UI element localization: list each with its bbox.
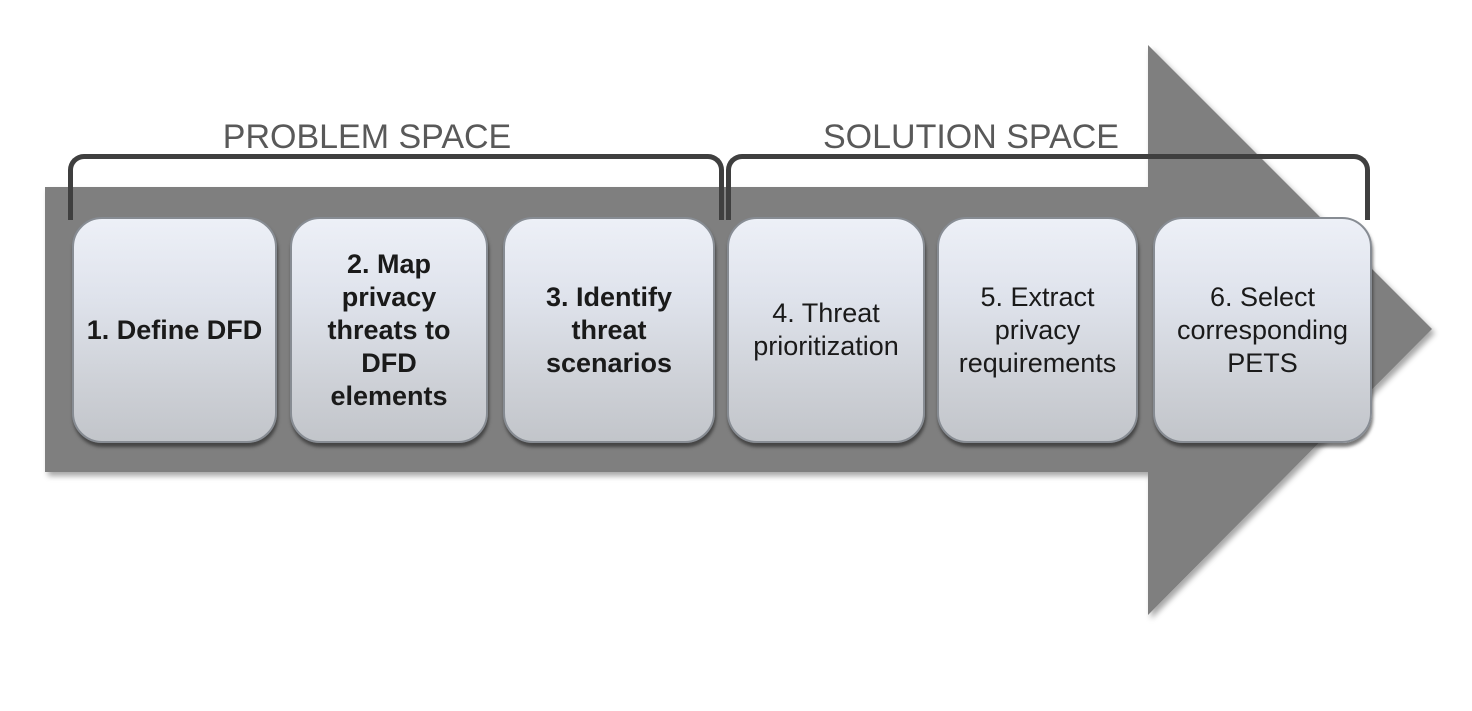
step-2-label: 2. Map privacy threats to DFD elements: [327, 248, 451, 411]
step-box-3: 3. Identify threat scenarios: [503, 217, 715, 443]
step-6-label: 6. Select corresponding PETS: [1176, 281, 1349, 378]
step-3-label: 3. Identify threat scenarios: [545, 281, 673, 378]
solution-space-bracket: [726, 154, 1370, 220]
step-box-4: 4. Threat prioritization: [727, 217, 925, 443]
solution-space-label: SOLUTION SPACE: [823, 118, 1119, 156]
problem-space-bracket: [68, 154, 724, 220]
step-box-1: 1. Define DFD: [72, 217, 277, 443]
step-5-label: 5. Extract privacy requirements: [958, 281, 1117, 378]
step-box-6: 6. Select corresponding PETS: [1153, 217, 1372, 443]
step-4-label: 4. Threat prioritization: [753, 298, 899, 361]
step-1-label: 1. Define DFD: [86, 314, 263, 345]
step-box-2: 2. Map privacy threats to DFD elements: [290, 217, 488, 443]
problem-space-label: PROBLEM SPACE: [222, 118, 512, 156]
step-box-5: 5. Extract privacy requirements: [937, 217, 1138, 443]
